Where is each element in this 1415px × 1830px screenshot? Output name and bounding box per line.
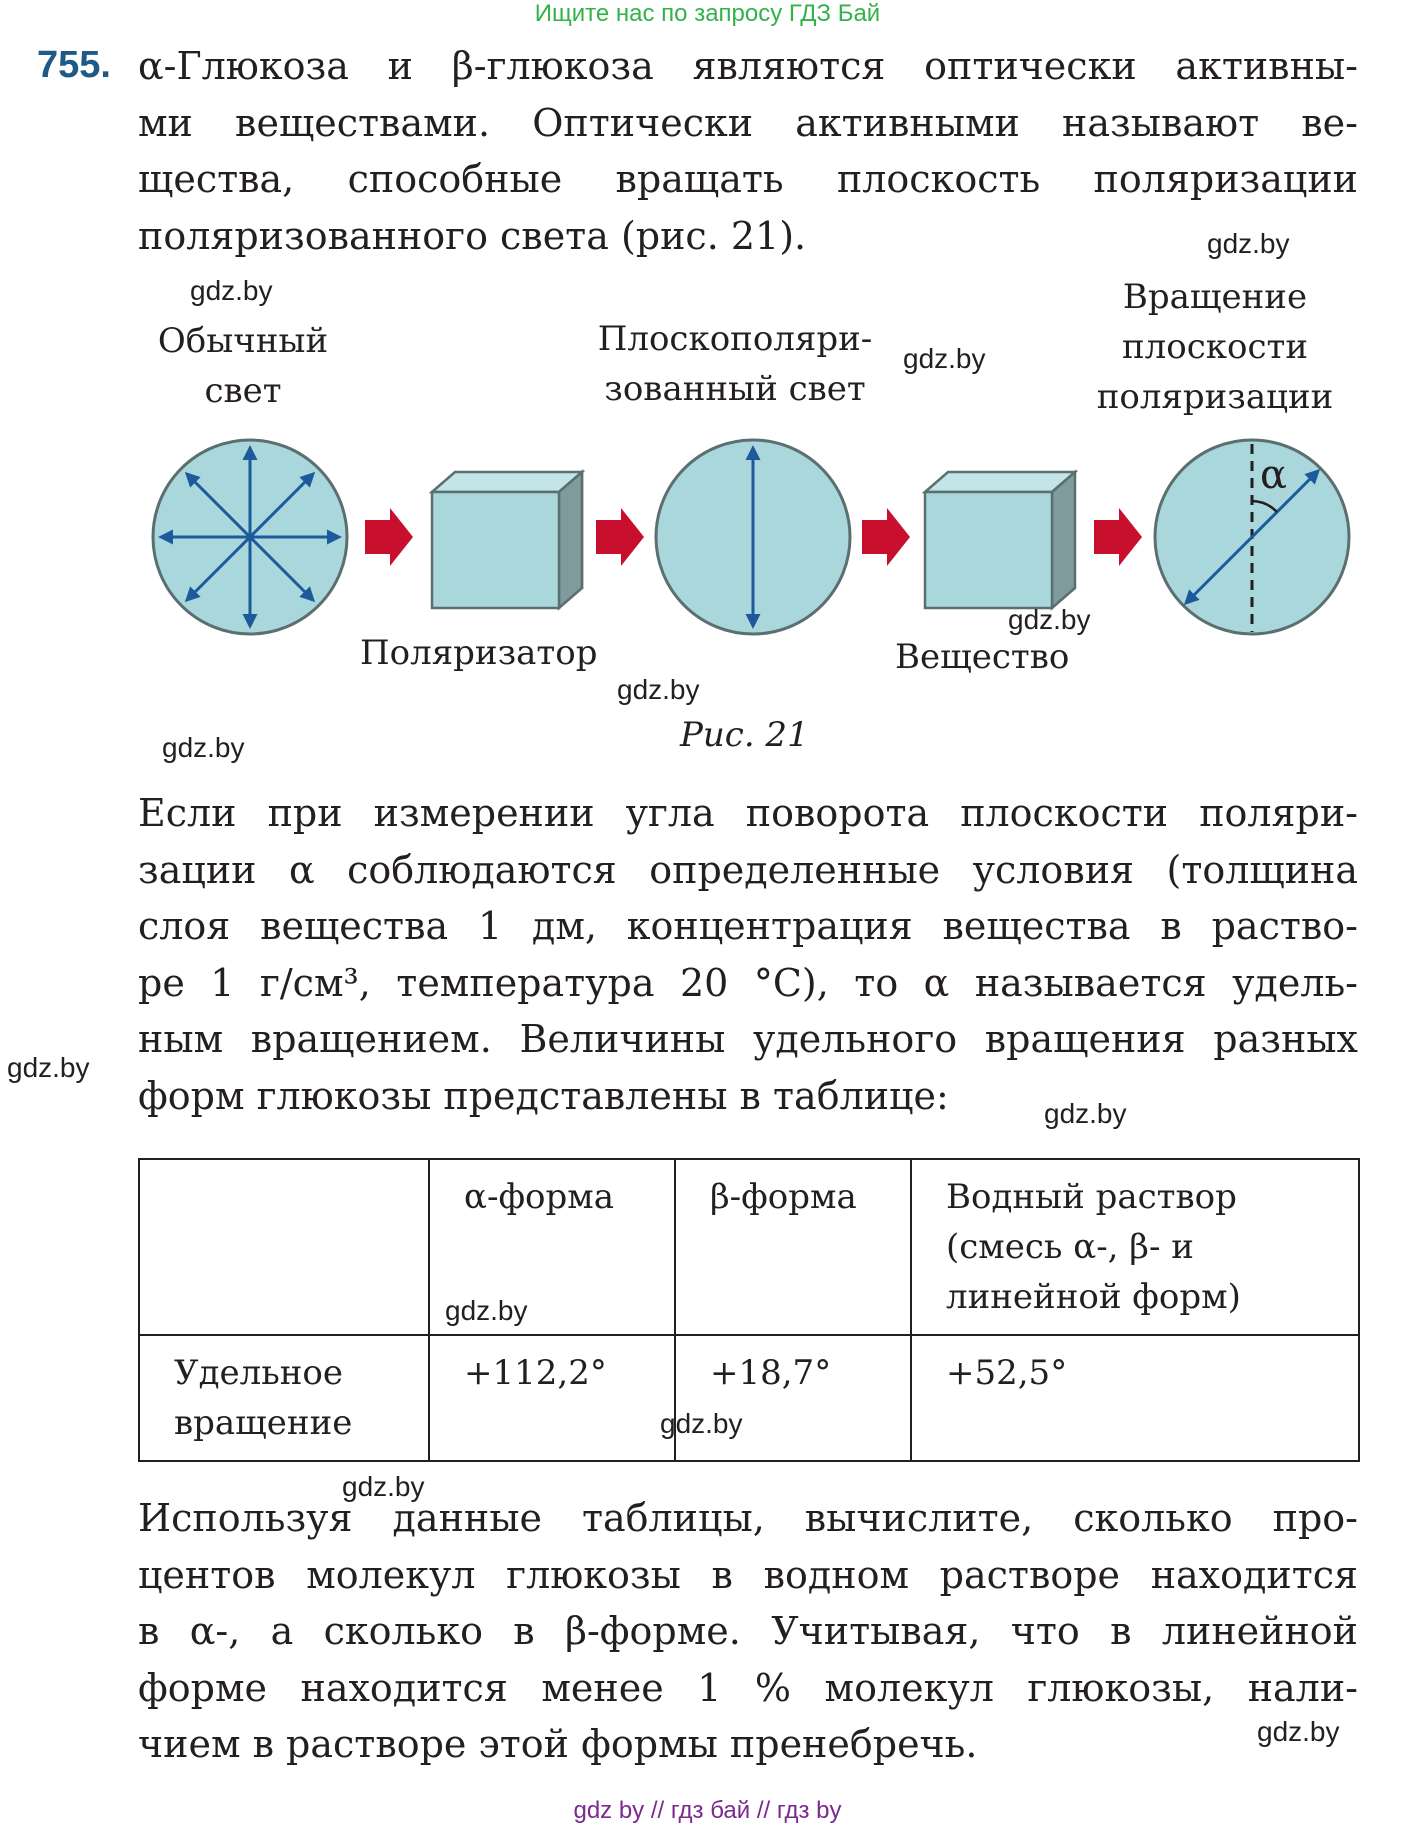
- label-substance: Вещество: [895, 637, 1070, 677]
- watermark: gdz.by: [445, 1295, 528, 1326]
- watermark: gdz.by: [7, 1052, 90, 1083]
- watermark: gdz.by: [190, 275, 273, 306]
- final-paragraph: Используя данные таблицы, вычислите, ско…: [138, 1490, 1358, 1773]
- red-arrow-icon: [1094, 508, 1142, 566]
- table-cell-alpha-value: +112,2°: [428, 1334, 676, 1462]
- watermark: gdz.by: [617, 674, 700, 705]
- table-row-label: Удельное вращение: [138, 1334, 430, 1462]
- middle-line: Если при измерении угла поворота плоскос…: [138, 791, 1358, 835]
- intro-line: ми веществами. Оптически активными назыв…: [138, 100, 1358, 145]
- intro-line: α-Глюкоза и β-глюкоза являются оптически…: [138, 44, 1358, 88]
- label-ordinary-light: Обычный свет: [157, 321, 329, 411]
- rotated-plane-disk: α: [1153, 438, 1351, 636]
- middle-line: слоя вещества 1 дм, концентрация веществ…: [138, 904, 1358, 948]
- middle-line: ным вращением. Величины удельного вращен…: [138, 1017, 1358, 1061]
- problem-number: 755.: [37, 44, 111, 86]
- table-row: Удельное вращение +112,2° +18,7° +52,5°: [138, 1334, 1360, 1462]
- watermark: gdz.by: [1257, 1716, 1340, 1747]
- intro-paragraph: α-Глюкоза и β-глюкоза являются оптически…: [138, 38, 1358, 264]
- watermark: gdz.by: [1207, 228, 1290, 259]
- table-cell-aqueous-value: +52,5°: [910, 1334, 1360, 1462]
- middle-line: зации α соблюдаются определенные условия…: [138, 847, 1358, 892]
- red-arrow-icon: [365, 508, 413, 566]
- watermark: gdz.by: [162, 732, 245, 763]
- table-header-aqueous: Водный раствор (смесь α-, β- и линейной …: [910, 1158, 1360, 1336]
- label-rotation-of-plane: Вращение плоскости поляризации: [1096, 277, 1334, 417]
- middle-line: ре 1 г/см³, температура 20 °С), то α наз…: [138, 960, 1358, 1005]
- watermark: gdz.by: [660, 1408, 743, 1439]
- final-line: в α-, а сколько в β-форме. Учитывая, что…: [138, 1609, 1358, 1653]
- top-banner[interactable]: Ищите нас по запросу ГДЗ Бай: [534, 0, 881, 27]
- label-polarizer: Поляризатор: [360, 633, 598, 673]
- watermark: gdz.by: [1008, 604, 1091, 635]
- table-cell-beta-value: +18,7°: [674, 1334, 912, 1462]
- table-header-beta: β-форма: [674, 1158, 912, 1336]
- watermark: gdz.by: [342, 1471, 425, 1502]
- table-header-row: α-форма β-форма Водный раствор (смесь α-…: [138, 1158, 1360, 1336]
- table-header-alpha: α-форма: [428, 1158, 676, 1336]
- specific-rotation-table: α-форма β-форма Водный раствор (смесь α-…: [138, 1158, 1360, 1462]
- middle-paragraph: Если при измерении угла поворота плоскос…: [138, 785, 1358, 1124]
- label-plane-polarized-light: Плоскополяри- зованный свет: [597, 319, 873, 409]
- final-line: Используя данные таблицы, вычислите, ско…: [138, 1496, 1358, 1540]
- ordinary-light-disk: [151, 438, 349, 636]
- final-line: чием в растворе этой формы пренебречь.: [138, 1722, 978, 1766]
- watermark: gdz.by: [1044, 1098, 1127, 1129]
- polarizer-box: [428, 469, 586, 611]
- middle-line: форм глюкозы представлены в таблице:: [138, 1073, 949, 1118]
- plane-polarized-disk: [654, 438, 852, 636]
- footer-links[interactable]: gdz by // гдз бай // гдз by: [573, 1797, 842, 1824]
- intro-line: щества, способные вращать плоскость поля…: [138, 157, 1358, 201]
- figure-caption: Рис. 21: [680, 715, 809, 755]
- intro-line: поляризованного света (рис. 21).: [138, 213, 807, 258]
- red-arrow-icon: [596, 508, 644, 566]
- red-arrow-icon: [862, 508, 910, 566]
- final-line: форме находится менее 1 % молекул глюкоз…: [138, 1665, 1358, 1710]
- table-header-empty: [138, 1158, 430, 1336]
- final-line: центов молекул глюкозы в водном растворе…: [138, 1552, 1358, 1597]
- watermark: gdz.by: [903, 343, 986, 374]
- alpha-angle-label: α: [1260, 452, 1287, 498]
- polarization-diagram: α: [151, 438, 1351, 636]
- substance-box: [921, 469, 1079, 611]
